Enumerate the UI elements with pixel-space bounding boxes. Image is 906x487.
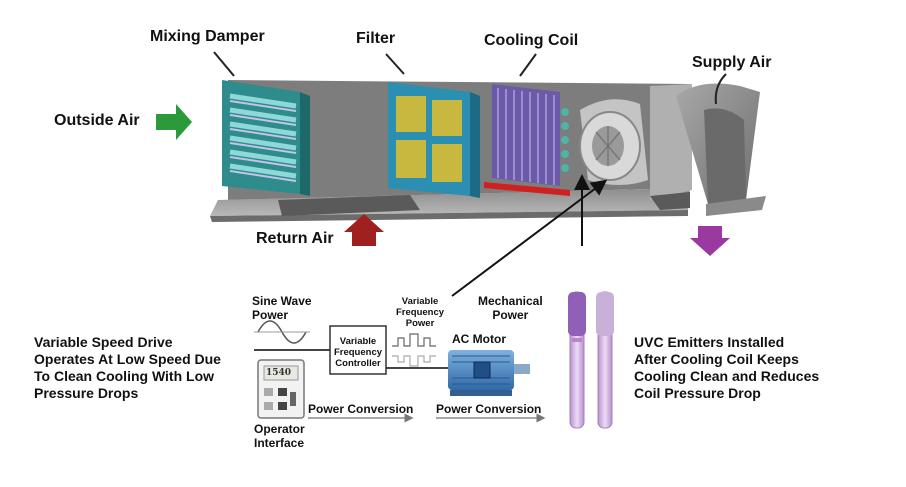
- uvc-emitter-2: [596, 291, 614, 429]
- supply-opening: [650, 192, 690, 210]
- power-conversion-label-1: Power Conversion: [308, 402, 414, 416]
- outside-air-label: Outside Air: [54, 112, 140, 129]
- vfc-box: [329, 325, 387, 375]
- leader-lines: [213, 51, 727, 105]
- supply-fan: [579, 99, 648, 185]
- return-opening: [278, 195, 420, 216]
- uvc-emitter-1: [568, 291, 586, 429]
- filter: [388, 82, 480, 198]
- outside-air-arrow: [156, 104, 192, 140]
- operator-interface-device: [257, 359, 305, 419]
- operator-display-value: 1540: [266, 368, 292, 378]
- supply-air-label: Supply Air: [692, 54, 772, 71]
- supply-air-arrow: [690, 226, 730, 256]
- power-conversion-label-2: Power Conversion: [436, 402, 542, 416]
- mixing-damper: [222, 80, 310, 196]
- supply-duct: [676, 83, 766, 216]
- drain-pan: [484, 182, 570, 196]
- pwm-waveform-icon: [392, 333, 436, 367]
- cooling-coil: [484, 84, 570, 196]
- filter-label: Filter: [356, 30, 396, 47]
- cooling-coil-label: Cooling Coil: [484, 32, 579, 49]
- sine-wave-icon: [254, 320, 310, 344]
- mechanical-power-arrows: [451, 174, 608, 297]
- mixing-damper-label: Mixing Damper: [150, 28, 265, 45]
- return-air-label: Return Air: [256, 230, 334, 247]
- return-air-arrow: [344, 214, 384, 246]
- ac-motor: [448, 350, 530, 396]
- ac-motor-label: AC Motor: [452, 332, 506, 346]
